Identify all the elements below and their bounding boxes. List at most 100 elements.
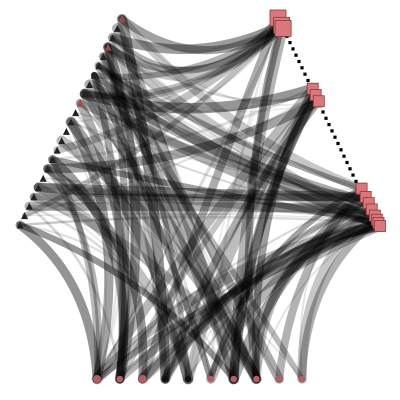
- left-axis-triangle-node: [67, 118, 75, 126]
- edge-light: [74, 24, 283, 121]
- left-axis-triangle-node: [21, 212, 29, 220]
- axis-dot: [345, 160, 349, 165]
- edge-heavy: [66, 117, 114, 384]
- edge-light: [96, 27, 284, 380]
- edge-heavy: [21, 22, 285, 219]
- edge-light: [18, 223, 190, 381]
- edge-heavy: [79, 83, 318, 114]
- edge-heavy: [93, 222, 384, 383]
- edge-light: [33, 196, 189, 380]
- axis-dot: [354, 179, 358, 183]
- edge-heavy: [183, 89, 321, 385]
- edge-light: [232, 100, 320, 380]
- edge-light: [28, 94, 317, 208]
- edge-heavy: [49, 156, 382, 227]
- edge-light: [37, 186, 373, 211]
- edge-light: [98, 65, 212, 380]
- axis-dot: [300, 66, 304, 70]
- edge-light: [92, 73, 167, 381]
- left-axis-triangle-node: [16, 221, 24, 229]
- edge-heavy: [104, 21, 286, 74]
- edge-light: [106, 45, 373, 211]
- axis-dot: [336, 141, 340, 146]
- left-axis-triangle-node: [35, 184, 42, 191]
- edge-light: [70, 17, 279, 123]
- edge-heavy: [92, 84, 318, 384]
- edge-heavy: [110, 35, 191, 382]
- edge-heavy: [24, 201, 377, 215]
- edge-heavy: [117, 14, 171, 384]
- axis-dot: [351, 173, 355, 177]
- axis-dot: [324, 116, 328, 120]
- left-axis-triangle-node: [58, 137, 66, 145]
- edge-light: [209, 16, 280, 381]
- edge-heavy: [137, 221, 385, 384]
- left-axis-triangle-node: [118, 15, 126, 23]
- edge-heavy: [104, 43, 169, 383]
- edge-heavy: [275, 184, 366, 383]
- edge-light: [79, 102, 258, 380]
- edge-heavy: [98, 51, 284, 384]
- left-axis-triangle-node: [62, 127, 70, 135]
- bottom-axis-circle-node: [230, 375, 237, 383]
- edge-light: [97, 64, 373, 211]
- edge-light: [209, 221, 380, 381]
- edge-heavy: [160, 221, 385, 384]
- edge-heavy: [206, 218, 384, 384]
- axis-dot: [327, 123, 331, 127]
- edge-heavy: [161, 97, 323, 383]
- left-axis-triangle-node: [44, 165, 52, 173]
- edge-light: [42, 177, 235, 380]
- edge-heavy: [43, 96, 324, 174]
- edge-light: [246, 24, 283, 380]
- axis-dot: [348, 167, 352, 171]
- axis-dot: [330, 129, 334, 133]
- edge-light: [69, 120, 119, 381]
- edge-heavy: [91, 72, 383, 229]
- edge-light: [116, 27, 258, 381]
- edge-light: [23, 94, 317, 217]
- edge-light: [254, 218, 379, 381]
- edge-light: [186, 195, 368, 381]
- axis-dot: [288, 41, 292, 45]
- left-axis-triangle-node: [109, 34, 117, 42]
- edge-layer-light: [18, 16, 380, 381]
- edge-light: [142, 202, 370, 380]
- edge-heavy: [95, 62, 365, 192]
- edge-light: [111, 36, 317, 102]
- edge-light: [98, 65, 280, 380]
- bottom-axis-circle-node: [116, 375, 124, 383]
- left-axis-triangle-node: [81, 90, 89, 98]
- edge-heavy: [44, 165, 102, 382]
- left-axis-triangle-node: [53, 146, 61, 154]
- edge-heavy: [33, 182, 371, 202]
- edge-light: [61, 140, 235, 380]
- edge-heavy: [228, 23, 288, 384]
- edge-heavy: [138, 211, 380, 384]
- edge-light: [95, 24, 283, 381]
- edge-heavy: [15, 220, 102, 384]
- edge-light: [116, 17, 279, 53]
- axis-dot: [291, 47, 295, 51]
- edge-heavy: [228, 191, 371, 385]
- left-axis-triangle-node: [30, 193, 38, 201]
- left-axis-triangle-node: [86, 81, 93, 88]
- left-axis-triangle-node: [95, 62, 103, 70]
- edge-heavy: [112, 23, 240, 385]
- edge-light: [70, 121, 380, 224]
- edge-heavy: [100, 53, 238, 383]
- edge-heavy: [91, 220, 386, 385]
- edge-heavy: [107, 20, 287, 55]
- edge-light: [210, 222, 380, 380]
- edge-light: [163, 93, 318, 381]
- edge-light: [96, 196, 367, 380]
- axis-dot: [306, 78, 310, 83]
- axis-dot: [339, 148, 343, 152]
- axis-dot: [342, 154, 346, 158]
- edge-heavy: [251, 204, 377, 384]
- edge-light: [70, 121, 367, 198]
- edge-heavy: [16, 221, 237, 383]
- edge-light: [18, 208, 373, 227]
- left-axis-triangle-node: [39, 174, 47, 182]
